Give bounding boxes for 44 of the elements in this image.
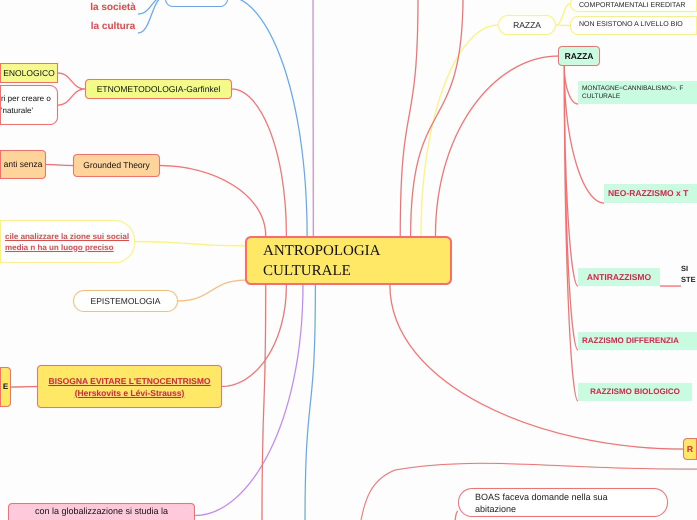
topic-box: ANTROPOLOGIA CULTURALE bbox=[245, 236, 452, 285]
branch-line bbox=[564, 66, 579, 402]
branch-line bbox=[556, 3, 570, 26]
branch-line bbox=[420, 24, 498, 236]
branch-line bbox=[58, 88, 86, 106]
topic-box: ENOLOGICO bbox=[0, 63, 58, 83]
branch-line bbox=[261, 285, 266, 520]
topic-box: ANTIRAZZISMO bbox=[578, 268, 660, 286]
topic-box: cile analizzare la zione sui social media n ha un luogo preciso bbox=[0, 220, 135, 263]
topic-box: E bbox=[0, 367, 11, 407]
branch-line bbox=[400, 0, 419, 236]
branch-line bbox=[454, 510, 458, 520]
branch-line bbox=[178, 280, 246, 302]
topic-text: la società bbox=[88, 0, 138, 14]
topic-box: EPISTEMOLOGIA bbox=[73, 290, 178, 312]
branch-line bbox=[660, 285, 681, 287]
topic-box: Grounded Theory bbox=[73, 154, 160, 177]
branch-line bbox=[389, 284, 684, 450]
topic-text: la cultura bbox=[88, 19, 138, 33]
topic-box: BOAS faceva domande nella sua abitazione bbox=[458, 488, 668, 517]
branch-line bbox=[222, 284, 287, 388]
branch-line bbox=[434, 55, 558, 236]
topic-box: RAZZA bbox=[558, 46, 600, 66]
topic-box: con la globalizzazione si studia la bbox=[8, 503, 195, 520]
branch-line bbox=[410, 0, 464, 236]
branch-line bbox=[556, 24, 570, 26]
topic-box: RAZZISMO BIOLOGICO bbox=[578, 383, 692, 401]
branch-line bbox=[58, 72, 86, 90]
branch-line bbox=[11, 386, 37, 388]
topic-box: NEO-RAZZISMO x T bbox=[604, 184, 697, 203]
topic-box: ri per creare o 'naturale' bbox=[0, 85, 58, 125]
topic-box: RAZZA bbox=[498, 15, 556, 35]
branch-line bbox=[304, 285, 316, 520]
branch-line bbox=[135, 240, 245, 246]
branch-line bbox=[46, 164, 73, 166]
branch-line bbox=[194, 284, 304, 516]
topic-box: anti senza bbox=[0, 150, 46, 179]
branch-line bbox=[232, 88, 287, 236]
topic-box: R bbox=[683, 438, 697, 460]
branch-line bbox=[312, 0, 314, 236]
branch-line bbox=[160, 164, 266, 236]
topic-box: BISOGNA EVITARE L'ETNOCENTRISMO (Herskovits e Lévi-Strauss) bbox=[37, 365, 222, 408]
topic-box: RAZZISMO DIFFERENZIA bbox=[578, 332, 697, 350]
topic-box: ETNOMETODOLOGIA-Garfinkel bbox=[85, 79, 232, 99]
